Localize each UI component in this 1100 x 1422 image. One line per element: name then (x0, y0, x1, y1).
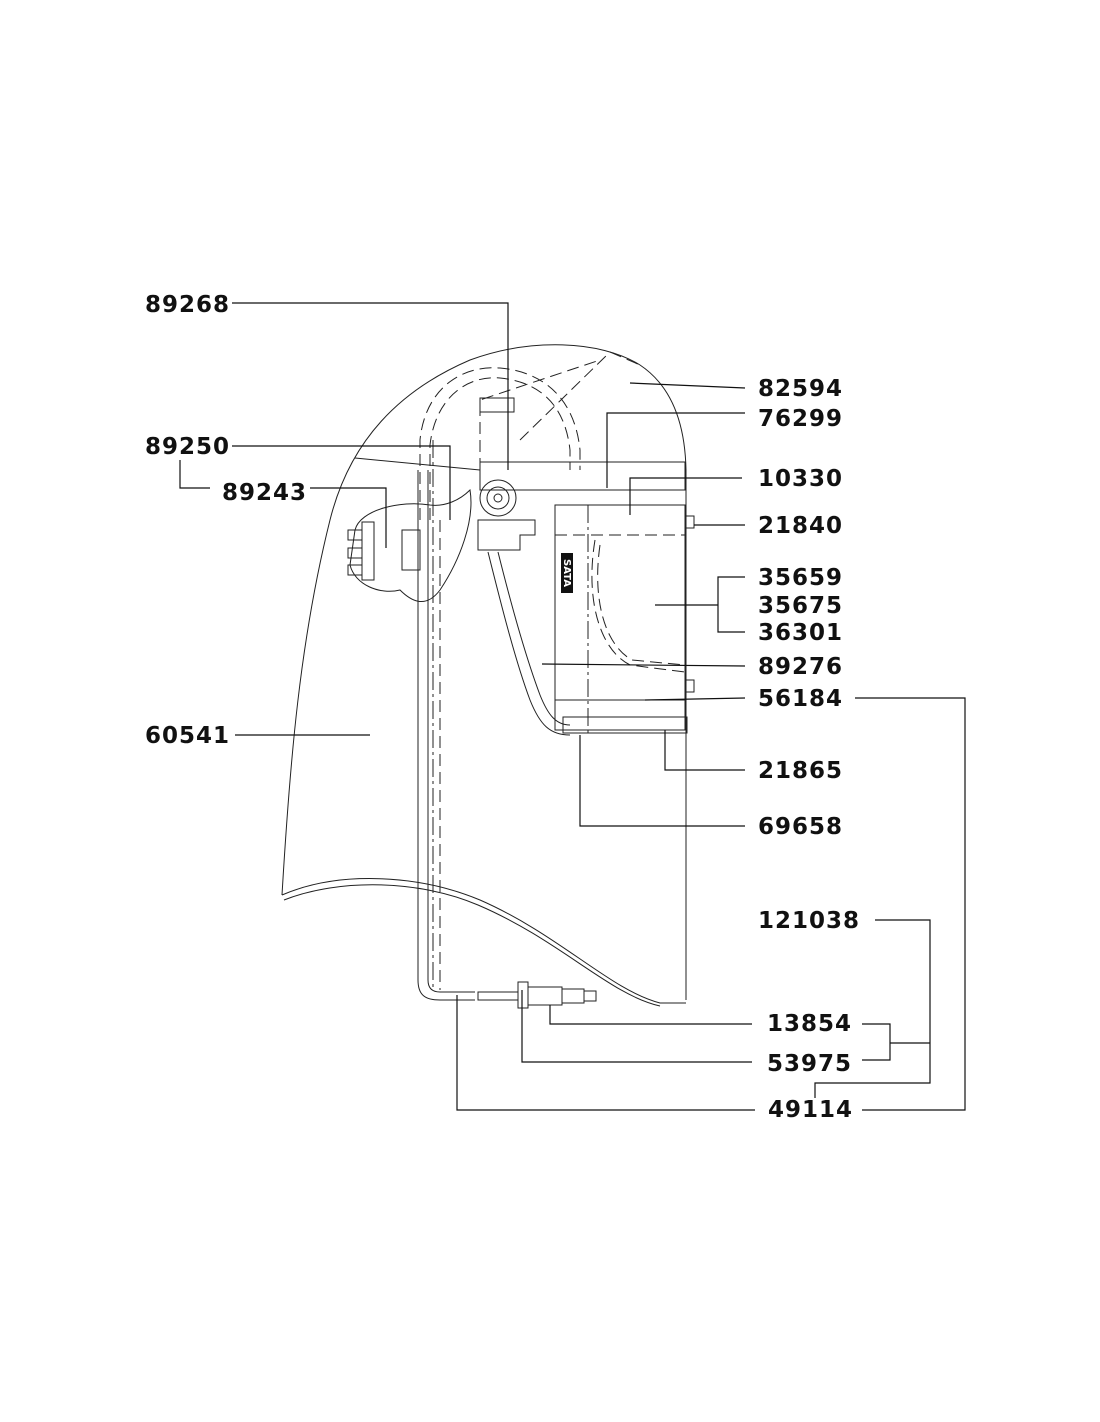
leader-lines (179, 302, 966, 1111)
hood-drawing: SATA (281, 344, 695, 1009)
part-labels: 89268 82594 76299 89250 89243 10330 2184… (145, 292, 860, 1123)
part-label-69658: 69658 (758, 814, 843, 840)
part-label-89243: 89243 (222, 480, 307, 506)
part-label-89268: 89268 (145, 292, 230, 318)
part-label-82594: 82594 (758, 376, 843, 402)
part-label-35675: 35675 (758, 593, 843, 619)
sata-logo: SATA (561, 553, 573, 593)
hood-seam (354, 457, 481, 471)
part-label-56184: 56184 (758, 686, 843, 712)
part-label-36301: 36301 (758, 620, 843, 646)
part-label-121038: 121038 (758, 908, 860, 934)
part-label-89250: 89250 (145, 434, 230, 460)
svg-text:SATA: SATA (561, 559, 572, 587)
hood-outer-outline (281, 344, 687, 1000)
part-label-10330: 10330 (758, 466, 843, 492)
part-label-60541: 60541 (145, 723, 230, 749)
part-label-13854: 13854 (767, 1011, 852, 1037)
hood-bottom-edge (281, 878, 686, 1004)
part-label-49114: 49114 (768, 1097, 853, 1123)
part-label-53975: 53975 (767, 1051, 852, 1077)
part-label-21865: 21865 (758, 758, 843, 784)
part-label-35659: 35659 (758, 565, 843, 591)
part-label-76299: 76299 (758, 406, 843, 432)
part-label-21840: 21840 (758, 513, 843, 539)
part-label-89276: 89276 (758, 654, 843, 680)
